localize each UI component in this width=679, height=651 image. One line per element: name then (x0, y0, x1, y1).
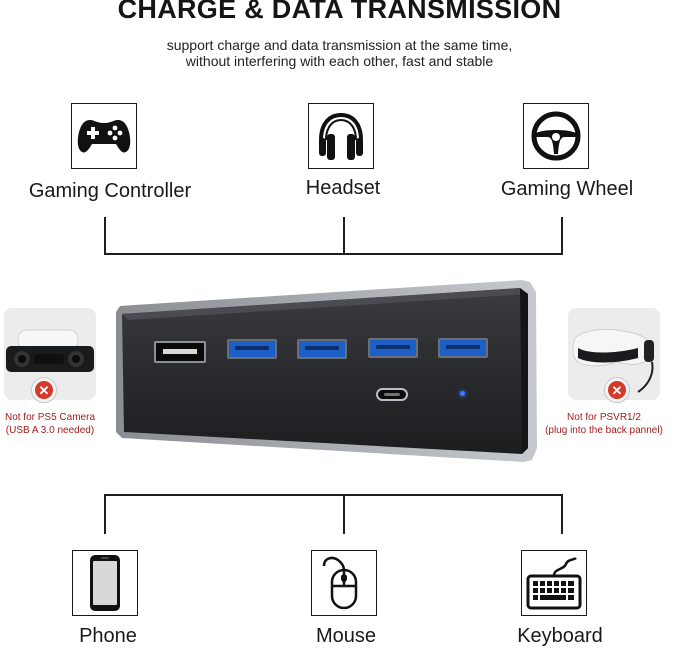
connector-bus-bottom (104, 494, 563, 496)
headphones-icon (319, 112, 363, 160)
subtitle-line-2: without interfering with each other, fas… (185, 53, 494, 69)
side-note-right: Not for PSVR1/2 (plug into the back pann… (529, 411, 679, 437)
indicator-led (460, 391, 465, 396)
device-label-headset: Headset (305, 177, 381, 199)
connector-line (561, 494, 563, 534)
ps5-camera-card (4, 308, 96, 400)
usb-hub-device (116, 280, 537, 462)
usb3-port (438, 338, 488, 358)
subtitle-line-1: support charge and data transmission at … (166, 37, 513, 53)
gaming-controller-icon-box (71, 103, 137, 169)
device-label-gaming-wheel: Gaming Wheel (500, 178, 634, 200)
usb3-port (368, 338, 418, 358)
mouse-icon (322, 556, 358, 610)
device-label-gaming-controller: Gaming Controller (28, 180, 192, 202)
side-note-left-line-1: Not for PS5 Camera (4, 412, 96, 423)
not-supported-icon: ✕ (604, 377, 630, 403)
side-note-right-line-1: Not for PSVR1/2 (567, 412, 641, 423)
usb3-port (297, 339, 347, 359)
side-note-left-line-2: (USB A 3.0 needed) (5, 425, 95, 436)
device-label-mouse: Mouse (315, 625, 377, 647)
device-label-keyboard: Keyboard (517, 625, 603, 647)
connector-line (104, 217, 106, 255)
vr-headset-icon (572, 329, 654, 393)
steering-wheel-icon (531, 111, 581, 161)
connector-line (343, 217, 345, 255)
keyboard-icon-box (521, 550, 587, 616)
not-supported-icon: ✕ (31, 377, 57, 403)
phone-icon-box (72, 550, 138, 616)
gamepad-icon (77, 120, 131, 153)
side-note-left: Not for PS5 Camera (USB A 3.0 needed) (0, 411, 100, 437)
connector-line (104, 494, 106, 534)
device-label-phone: Phone (79, 625, 137, 647)
headset-icon-box (308, 103, 374, 169)
keyboard-icon (526, 556, 582, 610)
usb3-port (227, 339, 277, 359)
psvr-card (568, 308, 660, 400)
usb2-port (154, 341, 206, 363)
subtitle: support charge and data transmission at … (0, 37, 679, 69)
gaming-wheel-icon-box (523, 103, 589, 169)
page-title: CHARGE & DATA TRANSMISSION (117, 0, 562, 24)
side-note-right-line-2: (plug into the back pannel) (545, 425, 663, 436)
connector-bus-top (104, 253, 563, 255)
mouse-icon-box (311, 550, 377, 616)
usb-c-port (376, 388, 408, 401)
connector-line (561, 217, 563, 255)
phone-icon (90, 555, 120, 611)
connector-line (343, 494, 345, 534)
ps5-camera-icon (6, 329, 94, 372)
